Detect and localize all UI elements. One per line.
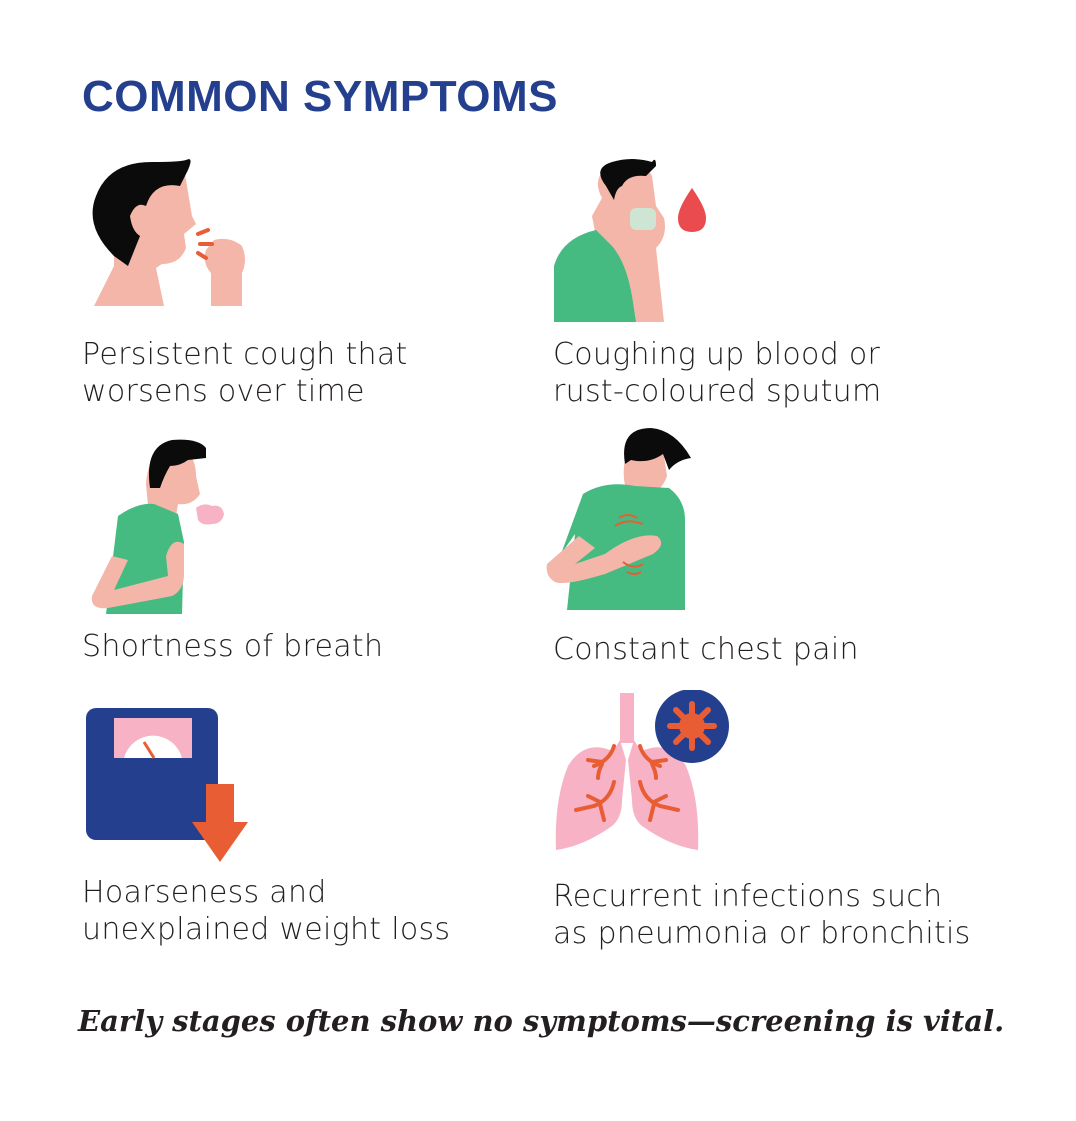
infected-lungs-icon — [555, 690, 729, 850]
breathless-person-icon — [91, 439, 224, 614]
label-line: Coughing up blood or — [553, 337, 881, 372]
label-line: unexplained weight loss — [82, 912, 451, 947]
symptom-label-hoarseness-weight-loss: Hoarseness and unexplained weight loss — [82, 874, 450, 948]
label-line: as pneumonia or bronchitis — [553, 916, 971, 951]
label-line: worsens over time — [82, 374, 365, 409]
symptom-label-persistent-cough: Persistent cough that worsens over time — [82, 336, 408, 410]
label-line: Persistent cough that — [82, 337, 408, 372]
chest-pain-person-icon — [546, 428, 691, 610]
label-line: Shortness of breath — [82, 629, 384, 664]
label-line: Constant chest pain — [553, 632, 859, 667]
symptom-label-coughing-blood: Coughing up blood or rust-coloured sputu… — [553, 336, 882, 410]
footer-note: Early stages often show no symptoms—scre… — [78, 1004, 1005, 1038]
coughing-person-icon — [92, 159, 245, 306]
label-line: Recurrent infections such — [553, 879, 943, 914]
symptom-label-shortness-of-breath: Shortness of breath — [82, 628, 383, 665]
label-line: Hoarseness and — [82, 875, 327, 910]
symptom-label-recurrent-infections: Recurrent infections such as pneumonia o… — [553, 878, 971, 952]
symptom-label-chest-pain: Constant chest pain — [553, 631, 859, 668]
blood-drop-person-icon — [554, 159, 706, 322]
weight-scale-down-icon — [86, 708, 248, 862]
label-line: rust-coloured sputum — [553, 374, 882, 409]
page-title: COMMON SYMPTOMS — [82, 72, 559, 121]
